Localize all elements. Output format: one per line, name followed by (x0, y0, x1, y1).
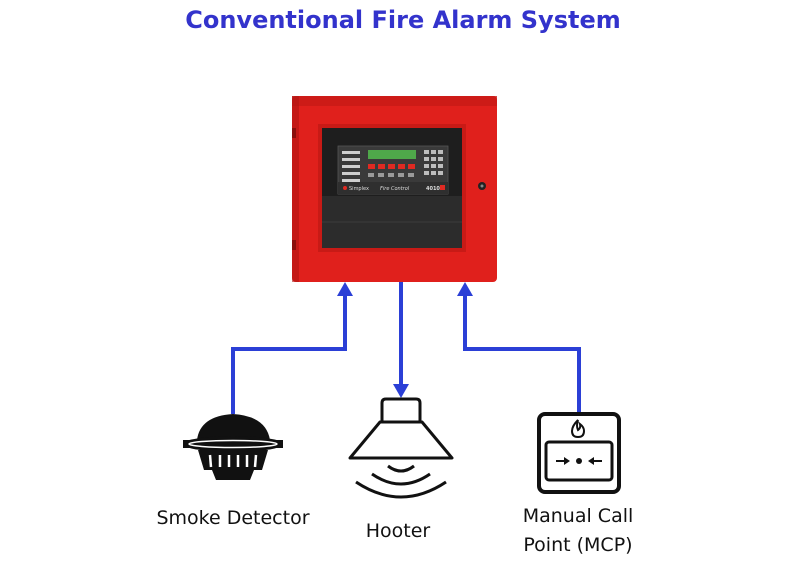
arrowhead-smoke-to-panel (337, 282, 353, 296)
manual-call-point-icon (537, 412, 621, 494)
panel-hinge-bottom (292, 240, 296, 250)
panel-control-text: Fire Control (380, 186, 410, 192)
diagram-title: Conventional Fire Alarm System (185, 6, 621, 34)
flame-icon (570, 419, 586, 439)
status-button-4 (398, 164, 405, 169)
arrowhead-mcp-to-panel (457, 282, 473, 296)
hooter-icon (348, 397, 454, 499)
indicator-row-1 (342, 151, 360, 154)
model-badge (440, 185, 445, 190)
smoke-detector-label: Smoke Detector (156, 507, 309, 529)
smoke-detector-icon (183, 414, 283, 480)
function-key-4 (398, 173, 404, 177)
arrowhead-panel-to-hooter (393, 384, 409, 398)
panel-cabinet-shade (292, 96, 497, 106)
brand-logo-dot (343, 186, 347, 190)
mcp-label-line1: Manual Call (523, 505, 634, 527)
panel-cabinet-side-shade (292, 96, 299, 282)
wiring (231, 282, 581, 416)
indicator-row-3 (342, 165, 360, 168)
mcp-label-line2: Point (MCP) (523, 534, 632, 556)
hooter-label: Hooter (366, 520, 431, 542)
function-key-2 (378, 173, 384, 177)
indicator-row-2 (342, 158, 360, 161)
key-lock-core (480, 184, 484, 188)
function-key-1 (368, 173, 374, 177)
wire-mcp (463, 294, 581, 416)
status-button-5 (408, 164, 415, 169)
indicator-row-4 (342, 172, 360, 175)
panel-brand-strip (338, 182, 448, 194)
function-key-3 (388, 173, 394, 177)
status-button-2 (378, 164, 385, 169)
keypad (424, 150, 443, 175)
panel-model-text: 4010 (426, 186, 440, 192)
wire-smoke-detector (231, 294, 347, 414)
function-key-5 (408, 173, 414, 177)
status-button-3 (388, 164, 395, 169)
status-button-1 (368, 164, 375, 169)
indicator-row-5 (342, 179, 360, 182)
fire-alarm-control-panel: Simplex Fire Control 4010 (292, 96, 497, 282)
lcd-display (368, 150, 416, 159)
panel-brand-text: Simplex (349, 186, 369, 192)
press-arrows-icon (556, 457, 602, 465)
panel-hinge-top (292, 128, 296, 138)
